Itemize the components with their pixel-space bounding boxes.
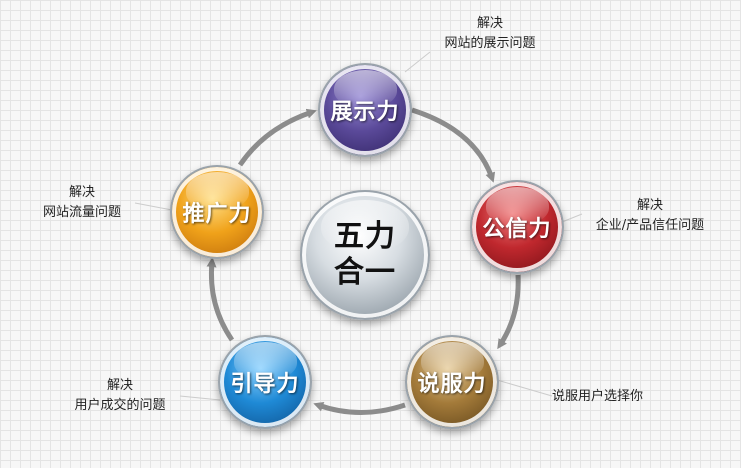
leader-bright xyxy=(496,379,553,397)
note-line: 解决 xyxy=(636,198,663,213)
arrow-right-to-bottomright xyxy=(497,274,521,350)
arrow-bottomright-to-bottomleft xyxy=(313,401,406,415)
note-line: 解决 xyxy=(476,16,503,31)
note-line: 解决 xyxy=(68,185,95,200)
center-node: 五力 合一 xyxy=(300,190,430,320)
note-line: 企业/产品信任问题 xyxy=(595,218,705,233)
node-label: 引导力 xyxy=(230,372,300,397)
node-label: 推广力 xyxy=(182,202,252,227)
note-line: 用户成交的问题 xyxy=(74,398,166,413)
node-label: 说服力 xyxy=(417,372,487,397)
node-persuasion-power: 说服力 xyxy=(405,335,499,429)
center-line2: 合一 xyxy=(334,255,396,290)
note-display-power: 解决 网站的展示问题 xyxy=(430,14,550,54)
arrow-left-to-top xyxy=(237,108,317,167)
leader-left xyxy=(134,202,173,211)
note-persuasion-power: 说服用户选择你 xyxy=(552,387,672,407)
arrow-top-to-right xyxy=(411,107,496,183)
note-line: 解决 xyxy=(106,378,133,393)
node-promotion-power: 推广力 xyxy=(170,165,264,259)
arrow-bottomleft-to-left xyxy=(206,257,235,342)
node-display-power: 展示力 xyxy=(318,63,412,157)
node-credibility-power: 公信力 xyxy=(470,180,564,274)
leader-right xyxy=(561,213,583,223)
note-line: 网站流量问题 xyxy=(42,205,121,220)
note-promotion-power: 解决 网站流量问题 xyxy=(22,183,142,223)
note-line: 网站的展示问题 xyxy=(444,36,536,51)
node-label: 展示力 xyxy=(330,100,400,125)
node-label: 公信力 xyxy=(482,217,552,242)
center-line1: 五力 xyxy=(334,219,396,254)
leader-top xyxy=(404,51,431,73)
note-guidance-power: 解决 用户成交的问题 xyxy=(50,376,190,416)
leader-bleft xyxy=(179,395,221,401)
note-line: 说服用户选择你 xyxy=(552,389,644,404)
note-credibility-power: 解决 企业/产品信任问题 xyxy=(580,196,720,236)
node-guidance-power: 引导力 xyxy=(218,335,312,429)
